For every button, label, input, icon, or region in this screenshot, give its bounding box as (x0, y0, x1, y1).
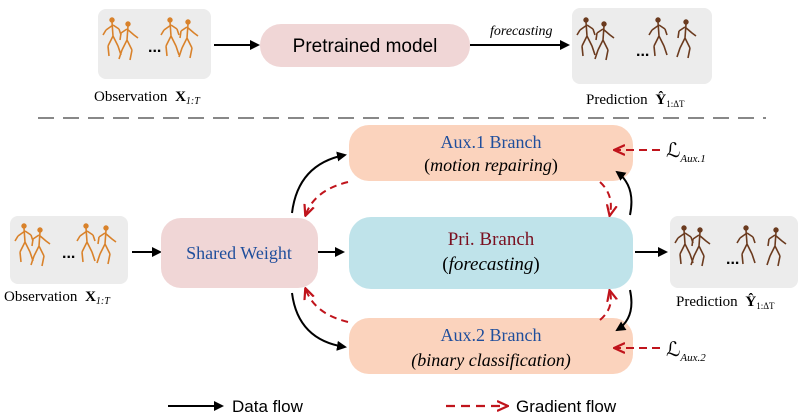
top-observation-panel: ... (98, 9, 211, 79)
loss-aux1-label: ℒAux.1 (666, 140, 706, 165)
gradient-arrow-aux2-to-pri (599, 292, 611, 321)
data-arrow-shared-to-aux2 (291, 292, 347, 351)
pretrained-model-label: Pretrained model (293, 36, 438, 57)
bottom-observation-label: Observation X1:T (4, 289, 111, 307)
aux2-branch-box (349, 318, 633, 374)
top-prediction-ellipsis: ... (636, 43, 649, 60)
loss-aux2-label: ℒAux.2 (666, 339, 706, 364)
bottom-prediction-ellipsis: ... (726, 251, 739, 268)
top-observation-ellipsis: ... (148, 39, 161, 56)
gradient-arrow-aux2-to-shared (306, 290, 349, 323)
data-arrow-pri-to-aux1 (615, 170, 633, 216)
aux1-branch-title: Aux.1 Branch (441, 132, 542, 152)
bottom-prediction-panel: ... (670, 216, 798, 288)
shared-weight-box (161, 218, 318, 288)
legend-data-flow-label: Data flow (232, 397, 304, 416)
data-arrow-pri-to-aux2 (615, 289, 633, 332)
pri-branch-subtitle: (forecasting) (442, 254, 539, 275)
shared-weight-label: Shared Weight (186, 243, 292, 263)
legend-gradient-flow-label: Gradient flow (516, 397, 617, 416)
pri-branch-title: Pri. Branch (448, 229, 535, 250)
pri-branch-box (349, 217, 633, 289)
aux1-branch-box (349, 125, 633, 181)
bottom-observation-panel: ... (10, 216, 128, 284)
aux2-branch-subtitle: (binary classification) (411, 350, 571, 371)
aux2-branch-title: Aux.2 Branch (441, 325, 542, 345)
top-observation-label: Observation X1:T (94, 89, 201, 107)
gradient-arrow-aux1-to-pri (599, 181, 611, 214)
bottom-observation-ellipsis: ... (62, 245, 75, 262)
gradient-arrow-aux1-to-shared (306, 181, 349, 214)
aux1-branch-subtitle: (motion repairing) (424, 155, 558, 176)
top-prediction-label: Prediction Ŷ1:ΔT (586, 91, 685, 109)
forecasting-label: forecasting (490, 24, 552, 39)
top-prediction-panel: ... (572, 8, 712, 84)
bottom-prediction-label: Prediction Ŷ1:ΔT (676, 293, 775, 311)
data-arrow-shared-to-aux1 (291, 151, 347, 214)
pretrained-model-box (260, 24, 470, 67)
legend: Data flow Gradient flow (168, 397, 617, 416)
